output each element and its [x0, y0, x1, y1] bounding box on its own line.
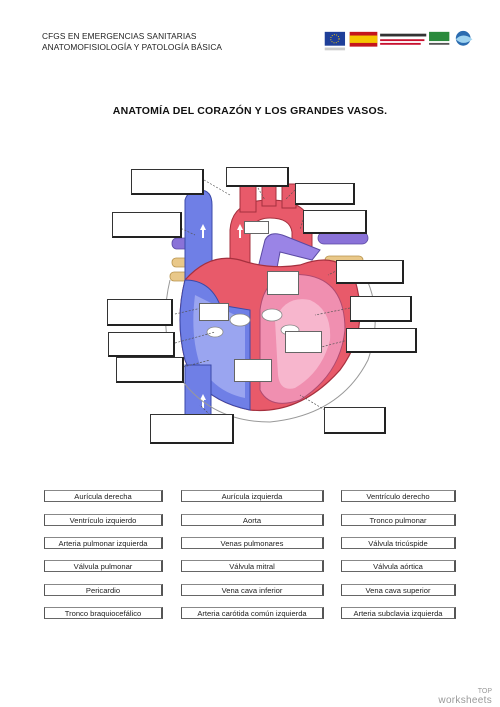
heart-diagram	[165, 179, 376, 423]
answer-blank-10[interactable]	[350, 296, 412, 322]
footer-worksheets: worksheets	[438, 695, 492, 706]
institution-logos	[324, 30, 473, 51]
footer-top: TOP	[477, 688, 492, 695]
answer-blank-2[interactable]	[226, 167, 289, 187]
word-card[interactable]: Tronco braquiocefálico	[44, 607, 163, 619]
answer-blank-15[interactable]	[116, 357, 184, 383]
answer-blank-6[interactable]	[244, 221, 269, 234]
worksheet-title: ANATOMÍA DEL CORAZÓN Y LOS GRANDES VASOS…	[112, 105, 388, 117]
word-card[interactable]: Arteria pulmonar izquierda	[44, 537, 163, 549]
word-card[interactable]: Vena cava inferior	[181, 584, 324, 596]
word-card[interactable]: Válvula pulmonar	[44, 560, 163, 572]
word-card[interactable]: Tronco pulmonar	[341, 514, 456, 526]
answer-blank-7[interactable]	[336, 260, 404, 284]
header-module: ANATOMOFISIOLOGÍA Y PATOLOGÍA BÁSICA	[42, 42, 223, 52]
answer-blank-11[interactable]	[199, 303, 229, 321]
word-card[interactable]: Ventrículo derecho	[341, 490, 456, 502]
word-card[interactable]: Vena cava superior	[341, 584, 456, 596]
answer-blank-9[interactable]	[107, 299, 173, 326]
answer-blank-4[interactable]	[112, 212, 182, 238]
answer-blank-8[interactable]	[267, 271, 299, 295]
answer-blank-14[interactable]	[285, 331, 322, 353]
answer-blank-17[interactable]	[324, 407, 386, 434]
answer-blank-12[interactable]	[108, 332, 175, 357]
word-card[interactable]: Arteria carótida común izquierda	[181, 607, 324, 619]
word-card[interactable]: Aurícula derecha	[44, 490, 163, 502]
answer-blank-16[interactable]	[234, 359, 272, 382]
answer-blank-3[interactable]	[295, 183, 355, 205]
header-course: CFGS EN EMERGENCIAS SANITARIAS	[42, 31, 197, 41]
word-card[interactable]: Pericardio	[44, 584, 163, 596]
word-card[interactable]: Ventrículo izquierdo	[44, 514, 163, 526]
answer-blank-13[interactable]	[346, 328, 417, 353]
topworksheets-logo: TOP worksheets	[438, 687, 492, 706]
answer-blank-5[interactable]	[303, 210, 367, 234]
word-card[interactable]: Aurícula izquierda	[181, 490, 324, 502]
word-card[interactable]: Venas pulmonares	[181, 537, 324, 549]
answer-blank-18[interactable]	[150, 414, 234, 444]
word-card[interactable]: Aorta	[181, 514, 324, 526]
word-card[interactable]: Válvula tricúspide	[341, 537, 456, 549]
word-card[interactable]: Válvula aórtica	[341, 560, 456, 572]
answer-blank-1[interactable]	[131, 169, 204, 195]
word-card[interactable]: Válvula mitral	[181, 560, 324, 572]
word-card[interactable]: Arteria subclavia izquierda	[341, 607, 456, 619]
